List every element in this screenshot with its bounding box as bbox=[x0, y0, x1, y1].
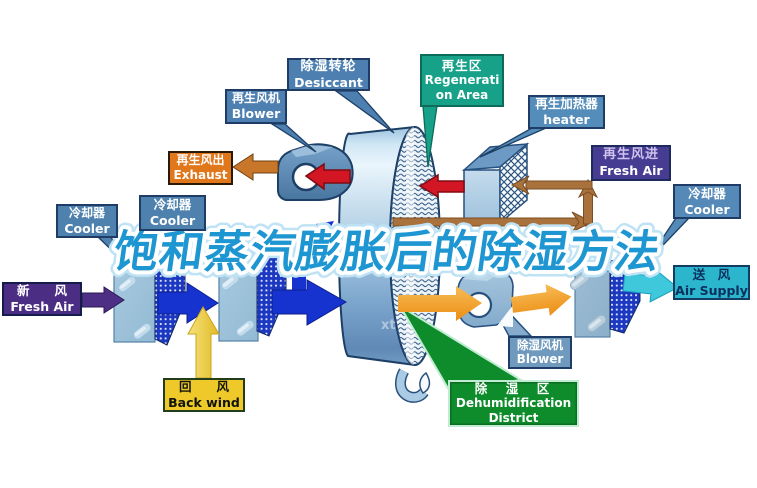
duct-top-line bbox=[525, 180, 593, 190]
dehumidification-blower-fan bbox=[457, 270, 533, 337]
regen-air-arrow-heater-to-wheel bbox=[418, 173, 465, 199]
cooler-unit-2-stud-top bbox=[220, 273, 240, 291]
label-regen-blower-en: Blower bbox=[231, 106, 281, 122]
label-cooler-left-inner-en: Cooler bbox=[149, 213, 196, 228]
supply-air-arrow bbox=[622, 267, 679, 303]
label-cooler-left-inner: 冷却器 Cooler bbox=[139, 195, 206, 231]
label-dehumid-blower-en: Blower bbox=[516, 352, 564, 367]
label-dehumid-district-zh: 除 湿 区 bbox=[474, 380, 553, 396]
process-air-arrow-wheel-to-fan bbox=[398, 286, 482, 321]
label-cooler-right-zh: 冷却器 bbox=[688, 185, 726, 201]
process-air-branch-arrowhead bbox=[316, 221, 334, 238]
label-regeneration-area-en1: Regenerati bbox=[424, 73, 500, 88]
label-cooler-left-outer-zh: 冷却器 bbox=[68, 205, 105, 220]
cooler-unit-1-stud-bottom bbox=[132, 322, 152, 340]
process-air-arrow-fan-to-cooler bbox=[510, 284, 572, 316]
label-regeneration-area-en2: on Area bbox=[435, 88, 489, 103]
duct-vertical-line bbox=[583, 191, 593, 225]
title-outline: 饱和蒸汽膨胀后的除湿方法 bbox=[110, 225, 663, 278]
duct-left-arrowhead bbox=[510, 175, 530, 195]
process-air-arrow-1 bbox=[157, 282, 219, 324]
label-dehumid-district-en2: District bbox=[488, 411, 539, 426]
label-regen-blower-zh: 再生风机 bbox=[231, 91, 280, 106]
label-regen-blower: 再生风机 Blower bbox=[225, 89, 287, 124]
label-regen-fresh-air-zh: 再生风进 bbox=[602, 147, 659, 163]
regen-air-arrow-wheel-to-fan bbox=[304, 162, 351, 191]
wheel-face-divider bbox=[406, 127, 414, 365]
title-watermark: 饱和蒸汽膨胀后的除湿方法 饱和蒸汽膨胀后的除湿方法 饱和蒸汽膨胀后的除湿方法 bbox=[104, 219, 670, 285]
regen-fan-top-highlight bbox=[291, 145, 333, 157]
label-desiccant-zh: 除湿转轮 bbox=[300, 58, 357, 74]
heater-coil-face bbox=[499, 142, 528, 225]
label-air-supply-zh: 送 风 bbox=[692, 266, 731, 282]
supply-cooler-stud-top bbox=[569, 272, 590, 291]
label-cooler-right: 冷却器 Cooler bbox=[673, 184, 741, 219]
label-regen-heater: 再生加热器 heater bbox=[528, 95, 605, 129]
label-exhaust: 再生风出 Exhaust bbox=[168, 151, 233, 185]
exhaust-arrow bbox=[232, 153, 279, 181]
supply-cooler-stud-bottom bbox=[586, 314, 607, 333]
label-back-wind-zh: 回 风 bbox=[178, 379, 229, 395]
label-fresh-air-zh: 新 风 bbox=[16, 283, 67, 299]
label-fresh-air: 新 风 Fresh Air bbox=[2, 282, 82, 316]
process-air-duct-vertical bbox=[292, 263, 306, 297]
regeneration-duct bbox=[392, 175, 599, 233]
label-desiccant: 除湿转轮 Desiccant bbox=[287, 58, 370, 91]
label-cooler-right-en: Cooler bbox=[684, 201, 730, 217]
label-regen-fresh-air-en: Fresh Air bbox=[599, 163, 663, 179]
label-dehumid-district-en1: Dehumidification bbox=[455, 396, 572, 411]
fresh-air-arrow bbox=[81, 286, 125, 314]
label-cooler-left-inner-zh: 冷却器 bbox=[153, 197, 192, 213]
label-regen-heater-en: heater bbox=[543, 112, 590, 127]
label-back-wind: 回 风 Back wind bbox=[163, 378, 245, 412]
regeneration-heater bbox=[461, 142, 530, 225]
label-air-supply: 送 风 Air Supply bbox=[673, 265, 750, 300]
desiccant-pointer bbox=[333, 90, 395, 134]
dehumid-fan-top-highlight bbox=[462, 271, 504, 281]
label-back-wind-en: Back wind bbox=[168, 395, 240, 410]
label-regen-fresh-air: 再生风进 Fresh Air bbox=[591, 145, 671, 181]
label-regen-heater-zh: 再生加热器 bbox=[535, 96, 598, 112]
process-air-arrow-2 bbox=[271, 279, 348, 326]
cooler-unit-1-stud-top bbox=[117, 275, 137, 293]
regen-blower-pointer bbox=[269, 123, 317, 153]
label-regeneration-area-zh: 再生区 bbox=[441, 57, 483, 73]
dehumid-fan-notch bbox=[497, 305, 513, 327]
title-text: 饱和蒸汽膨胀后的除湿方法 bbox=[110, 225, 663, 278]
heater-front-face bbox=[463, 169, 501, 224]
cooler-unit-2-stud-bottom bbox=[235, 319, 255, 337]
label-fresh-air-en: Fresh Air bbox=[10, 299, 74, 314]
wheel-watermark: xt bbox=[381, 318, 396, 333]
label-dehumid-district: 除 湿 区 Dehumidification District bbox=[448, 380, 579, 427]
label-regeneration-area: 再生区 Regenerati on Area bbox=[420, 54, 504, 107]
label-cooler-left-outer-en: Cooler bbox=[64, 220, 110, 236]
label-dehumid-blower: 除湿风机 Blower bbox=[508, 336, 572, 369]
label-cooler-left-outer: 冷却器 Cooler bbox=[56, 204, 118, 238]
label-exhaust-en: Exhaust bbox=[173, 168, 228, 182]
label-desiccant-en: Desiccant bbox=[294, 74, 363, 90]
label-exhaust-zh: 再生风出 bbox=[176, 153, 225, 167]
label-air-supply-en: Air Supply bbox=[675, 282, 748, 298]
wheel-belt-ribbon bbox=[396, 369, 428, 402]
wheel-belt-leaf bbox=[419, 371, 431, 394]
label-dehumid-blower-zh: 除湿风机 bbox=[517, 337, 563, 352]
